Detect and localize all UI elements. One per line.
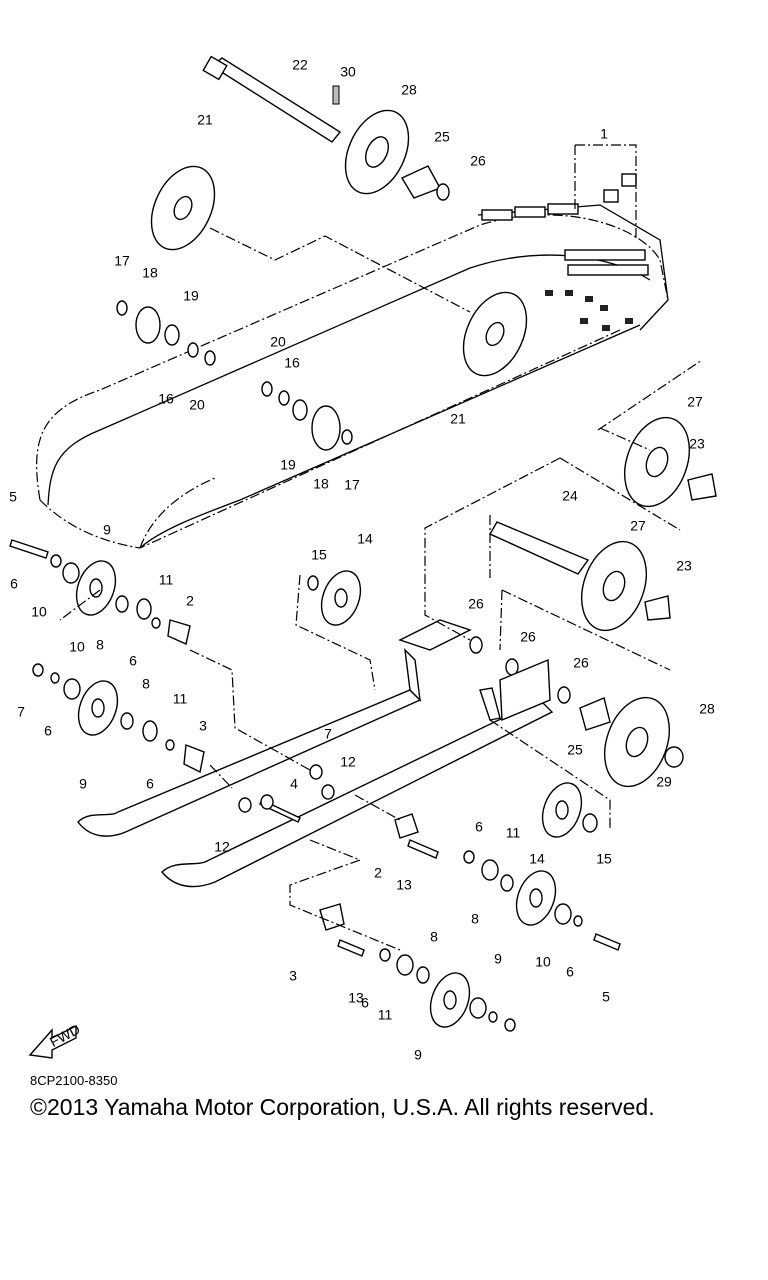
callout-15: 15 [596, 851, 612, 867]
callout-19: 19 [280, 457, 296, 473]
lower-wheels-right [319, 813, 621, 1032]
callout-6: 6 [475, 819, 483, 835]
callout-17: 17 [344, 477, 360, 493]
callout-1: 1 [600, 126, 608, 142]
callout-2: 2 [374, 865, 382, 881]
callout-3: 3 [289, 968, 297, 984]
callout-3: 3 [199, 718, 207, 734]
rear-wheel-assembly [469, 416, 717, 788]
callout-11: 11 [173, 691, 188, 707]
callout-9: 9 [494, 951, 502, 967]
callout-27: 27 [687, 394, 703, 410]
callout-18: 18 [142, 265, 158, 281]
callout-14: 14 [529, 851, 545, 867]
callout-18: 18 [313, 476, 329, 492]
track-belt [36, 173, 669, 549]
callout-10: 10 [535, 954, 551, 970]
callout-26: 26 [470, 153, 486, 169]
callout-12: 12 [340, 754, 356, 770]
callout-21: 21 [197, 112, 213, 128]
callout-20: 20 [189, 397, 205, 413]
part-callouts: 1223345566666666777888899991010101011111… [9, 57, 715, 1060]
idler-cluster-upper [116, 300, 353, 451]
callout-25: 25 [567, 742, 583, 758]
callout-6: 6 [44, 723, 52, 739]
callout-28: 28 [699, 701, 715, 717]
callout-4: 4 [290, 776, 298, 792]
upper-shaft-assembly [150, 55, 528, 377]
callout-9: 9 [414, 1047, 422, 1060]
callout-13: 13 [396, 877, 412, 893]
exploded-parts-diagram: FWD 122334556666666677788889999101010101… [9, 55, 717, 1060]
callout-2: 2 [186, 593, 194, 609]
callout-25: 25 [434, 129, 450, 145]
callout-11: 11 [378, 1007, 393, 1023]
callout-26: 26 [468, 596, 484, 612]
slide-rail-frame [77, 619, 554, 888]
callout-8: 8 [142, 676, 150, 692]
callout-8: 8 [96, 637, 104, 653]
callout-15: 15 [311, 547, 327, 563]
callout-30: 30 [340, 64, 356, 80]
callout-17: 17 [114, 253, 130, 269]
callout-22: 22 [292, 57, 308, 73]
track-cleats [477, 173, 669, 331]
leader-lines [59, 144, 703, 951]
callout-11: 11 [159, 572, 174, 588]
part-code: 8CP2100-8350 [30, 1073, 118, 1088]
callout-6: 6 [129, 653, 137, 669]
middle-wheel-assembly [238, 570, 598, 838]
callout-6: 6 [146, 776, 154, 792]
callout-27: 27 [630, 518, 646, 534]
callout-9: 9 [79, 776, 87, 792]
callout-7: 7 [17, 704, 25, 720]
callout-10: 10 [69, 639, 85, 655]
fwd-label: FWD [47, 1021, 83, 1050]
callout-7: 7 [324, 726, 332, 742]
callout-16: 16 [158, 391, 174, 407]
callout-13: 13 [348, 990, 364, 1006]
callout-28: 28 [401, 82, 417, 98]
callout-21: 21 [450, 411, 466, 427]
callout-26: 26 [520, 629, 536, 645]
copyright-notice: ©2013 Yamaha Motor Corporation, U.S.A. A… [30, 1094, 655, 1120]
fwd-arrow-icon: FWD [28, 1021, 83, 1059]
callout-6: 6 [10, 576, 18, 592]
lower-wheels-left [9, 539, 205, 774]
callout-20: 20 [270, 334, 286, 350]
callout-7: 7 [530, 1057, 538, 1060]
callout-6: 6 [361, 995, 369, 1011]
callout-26: 26 [573, 655, 589, 671]
callout-8: 8 [471, 911, 479, 927]
callout-9: 9 [103, 522, 111, 538]
callout-12: 12 [214, 839, 230, 855]
callout-24: 24 [562, 488, 578, 504]
callout-11: 11 [506, 825, 521, 841]
callout-8: 8 [430, 929, 438, 945]
callout-23: 23 [689, 436, 705, 452]
callout-29: 29 [656, 774, 672, 790]
callout-19: 19 [183, 288, 199, 304]
callout-16: 16 [284, 355, 300, 371]
callout-5: 5 [9, 489, 17, 505]
callout-14: 14 [357, 531, 373, 547]
callout-6: 6 [566, 964, 574, 980]
callout-23: 23 [676, 558, 692, 574]
callout-10: 10 [31, 604, 47, 620]
callout-5: 5 [602, 989, 610, 1005]
callout-10: 10 [456, 1057, 472, 1060]
